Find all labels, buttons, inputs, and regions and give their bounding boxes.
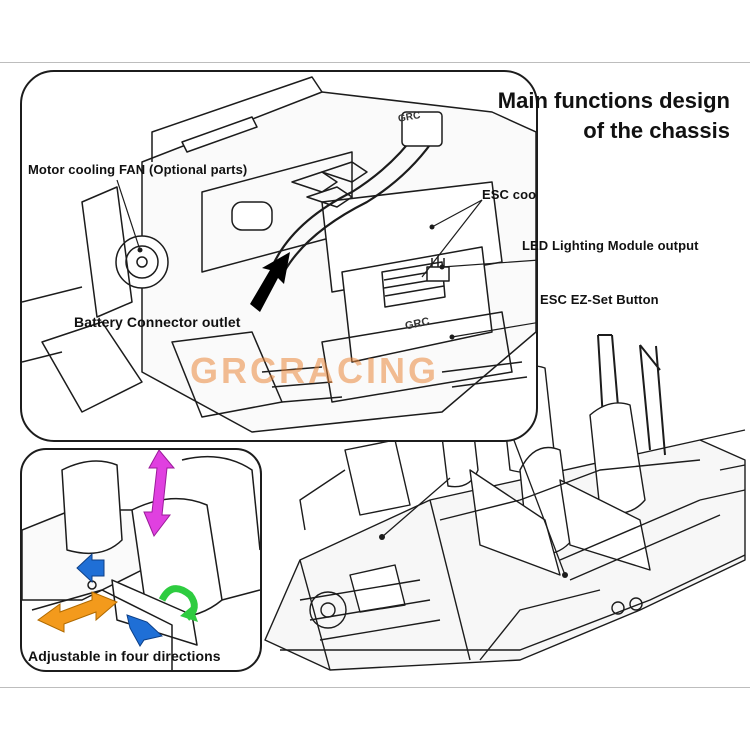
- callout-battery: Battery Connector outlet: [74, 314, 241, 330]
- callout-led-output: LED Lighting Module output: [522, 238, 699, 253]
- battery-pointer-arrow-icon: [250, 252, 290, 312]
- page-heading-line2: of the chassis: [583, 118, 730, 143]
- callout-motor-fan: Motor cooling FAN (Optional parts): [28, 162, 248, 177]
- seat-tilt-arrow-icon: [158, 585, 198, 622]
- callout-esc-fan: ESC cooling FAN (Optional parts): [482, 187, 537, 202]
- seat-slide-arrow-icon: [37, 591, 118, 633]
- seat-up-down-arrow-icon: [143, 450, 176, 537]
- callout-seats: Adjustable in four directions: [28, 648, 221, 664]
- seat-adjust-illustration: [22, 450, 260, 670]
- seat-adjust-panel: Adjustable in four directions: [20, 448, 262, 672]
- bottom-divider: [0, 687, 750, 688]
- callout-ez-set: ESC EZ-Set Button: [540, 292, 659, 307]
- page-heading-line1: Main functions design: [497, 88, 730, 113]
- top-divider: [0, 62, 750, 63]
- chassis-detail-illustration: [22, 76, 536, 433]
- seat-depth-arrow-icon: [76, 552, 164, 647]
- chassis-detail-panel: Motor cooling FAN (Optional parts) ESC c…: [20, 70, 538, 442]
- brand-watermark: GRCRACING: [190, 350, 439, 391]
